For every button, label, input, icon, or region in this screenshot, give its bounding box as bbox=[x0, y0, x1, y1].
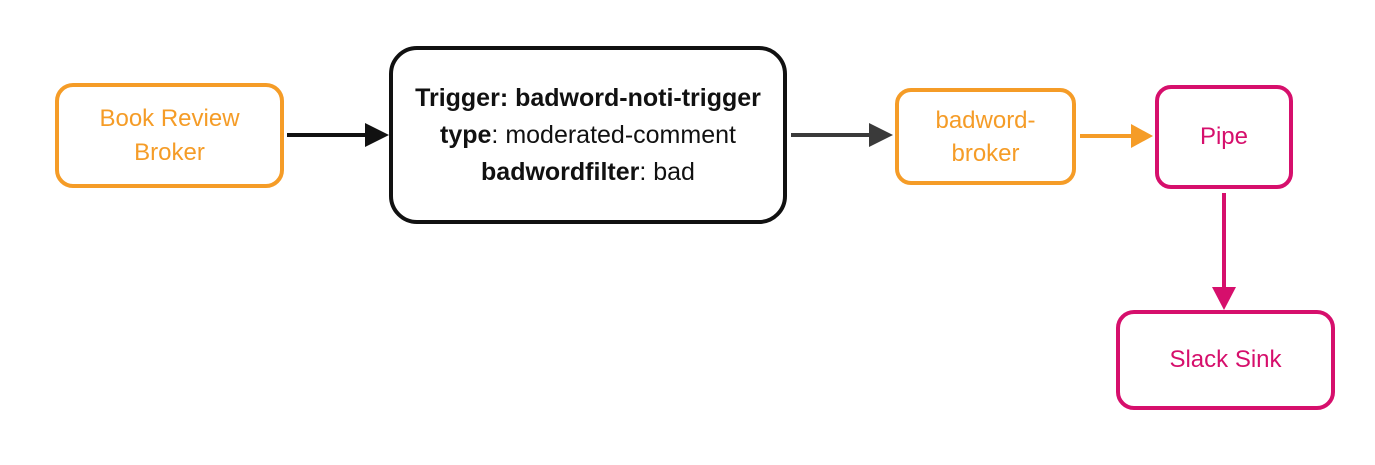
trigger-line-bold: type bbox=[440, 120, 492, 149]
node-label: Slack Sink bbox=[1169, 346, 1282, 373]
arrow-down-icon bbox=[1212, 287, 1236, 310]
arrow-right-icon bbox=[869, 123, 893, 147]
node-label: broker bbox=[951, 139, 1020, 167]
trigger-line-bold: Trigger: badword-noti-trigger bbox=[415, 83, 761, 112]
trigger-line: badwordfilter: bad bbox=[481, 154, 695, 191]
trigger-line: Trigger: badword-noti-trigger bbox=[415, 80, 761, 117]
connector-line bbox=[1222, 193, 1226, 288]
node-book-review-broker: Book Review Broker bbox=[55, 83, 284, 188]
arrow-right-icon bbox=[365, 123, 389, 147]
node-label: Book Review bbox=[99, 104, 240, 132]
node-label: Pipe bbox=[1199, 123, 1249, 150]
connector-line bbox=[1080, 134, 1133, 138]
connector-line bbox=[791, 133, 871, 137]
node-pipe: Pipe bbox=[1155, 85, 1293, 189]
trigger-line: type: moderated-comment bbox=[440, 117, 736, 154]
node-trigger: Trigger: badword-noti-trigger type: mode… bbox=[389, 46, 787, 224]
node-label: Broker bbox=[134, 138, 205, 166]
node-label: badword- bbox=[935, 106, 1036, 134]
arrow-right-icon bbox=[1131, 124, 1153, 148]
trigger-line-rest: : bad bbox=[639, 157, 695, 186]
connector-line bbox=[287, 133, 367, 137]
node-slack-sink: Slack Sink bbox=[1116, 310, 1335, 410]
trigger-line-rest: : moderated-comment bbox=[491, 120, 736, 149]
trigger-line-bold: badwordfilter bbox=[481, 157, 640, 186]
node-badword-broker: badword- broker bbox=[895, 88, 1076, 185]
